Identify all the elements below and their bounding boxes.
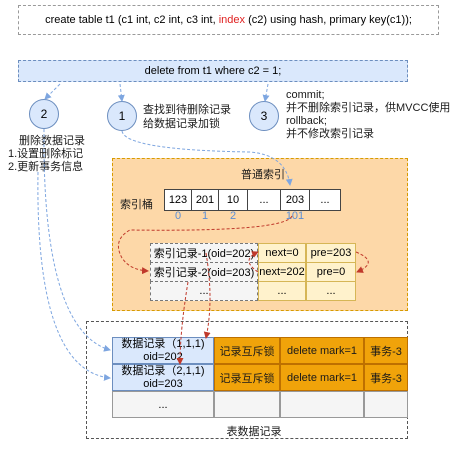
arrow-to-step-3 [262, 83, 270, 102]
step-3-line-3: rollback; [286, 115, 327, 127]
bucket-label: 索引桶 [120, 199, 153, 211]
arrow-index1-to-record1 [203, 252, 211, 339]
step-3-line-1: commit; [286, 89, 325, 101]
arrow-next-link [248, 251, 259, 273]
index-record-1-name: 索引记录-1(oid=202) [150, 243, 258, 263]
data-record-2-delete-mark: delete mark=1 [280, 364, 364, 391]
data-record-1-values: 数据记录（1,1,1) [121, 337, 205, 350]
bucket-number: 101 [285, 210, 305, 222]
bucket-cell: 203 [280, 189, 310, 211]
step-2-line-1: 删除数据记录 [19, 135, 85, 147]
index-record-more-pre: ... [306, 281, 356, 301]
bucket-number: 0 [174, 210, 182, 222]
table-title: 表数据记录 [226, 426, 282, 438]
data-record-more: ... [112, 391, 214, 418]
bucket-number: 1 [201, 210, 209, 222]
arrow-pre-link [355, 251, 369, 273]
step-2-line-2: 1.设置删除标记 [8, 148, 84, 160]
data-record-more-txn [364, 391, 408, 418]
step-1-text: 查找到待删除记录 给数据记录加锁 [143, 103, 231, 131]
data-record-more-mark [280, 391, 364, 418]
index-record-more-name: ... [150, 281, 258, 301]
index-record-1-next: next=0 [258, 243, 306, 263]
index-record-2-name: 索引记录-2(oid=203) [150, 262, 258, 282]
arrow-index2-to-record2 [176, 281, 189, 365]
data-record-1-transaction: 事务-3 [364, 337, 408, 364]
arrow-to-step-1 [117, 83, 125, 102]
step-3-text: commit; 并不删除索引记录，供MVCC使用 rollback; 并不修改索… [286, 89, 450, 141]
arrow-step2-to-record1 [43, 128, 111, 352]
arrow-bucket-to-index-record [117, 215, 293, 275]
data-record-2-transaction: 事务-3 [364, 364, 408, 391]
bucket-number: 2 [229, 210, 237, 222]
data-record-2-values: 数据记录（2,1,1) [121, 364, 205, 377]
step-2-circle: 2 [29, 99, 59, 129]
data-record-2-oid: oid=203 [143, 377, 183, 390]
step-1-line-2: 给数据记录加锁 [143, 118, 220, 130]
step-2-line-3: 2.更新事务信息 [8, 161, 84, 173]
index-title: 普通索引 [241, 169, 285, 181]
bucket-cell: ... [309, 189, 341, 211]
delete-statement: delete from t1 where c2 = 1; [18, 60, 408, 82]
arrow-step1-to-bucket [121, 130, 293, 186]
data-record-1-lock: 记录互斥锁 [214, 337, 280, 364]
create-table-statement: create table t1 (c1 int, c2 int, c3 int,… [18, 5, 439, 35]
index-record-2-pre: pre=0 [306, 262, 356, 282]
step-1-line-1: 查找到待删除记录 [143, 104, 231, 116]
sql-index-keyword: index [218, 14, 246, 26]
data-record-2: 数据记录（2,1,1)oid=203 [112, 364, 214, 391]
arrow-to-step-2 [44, 83, 61, 100]
step-3-circle: 3 [249, 101, 279, 131]
sql-suffix: (c2) using hash, primary key(c1)); [245, 14, 412, 26]
sql-prefix: create table t1 (c1 int, c2 int, c3 int, [45, 14, 219, 26]
data-record-more-lock [214, 391, 280, 418]
bucket-cell: 201 [191, 189, 219, 211]
step-2-text: 删除数据记录 1.设置删除标记 2.更新事务信息 [8, 135, 85, 174]
step-3-line-2: 并不删除索引记录，供MVCC使用 [286, 102, 451, 114]
data-record-1: 数据记录（1,1,1)oid=202 [112, 337, 214, 364]
step-3-line-4: 并不修改索引记录 [286, 128, 374, 140]
index-record-more-next: ... [258, 281, 306, 301]
data-record-1-oid: oid=202 [143, 350, 183, 363]
data-record-1-delete-mark: delete mark=1 [280, 337, 364, 364]
data-record-2-lock: 记录互斥锁 [214, 364, 280, 391]
arrow-step2-to-record2 [37, 171, 111, 381]
